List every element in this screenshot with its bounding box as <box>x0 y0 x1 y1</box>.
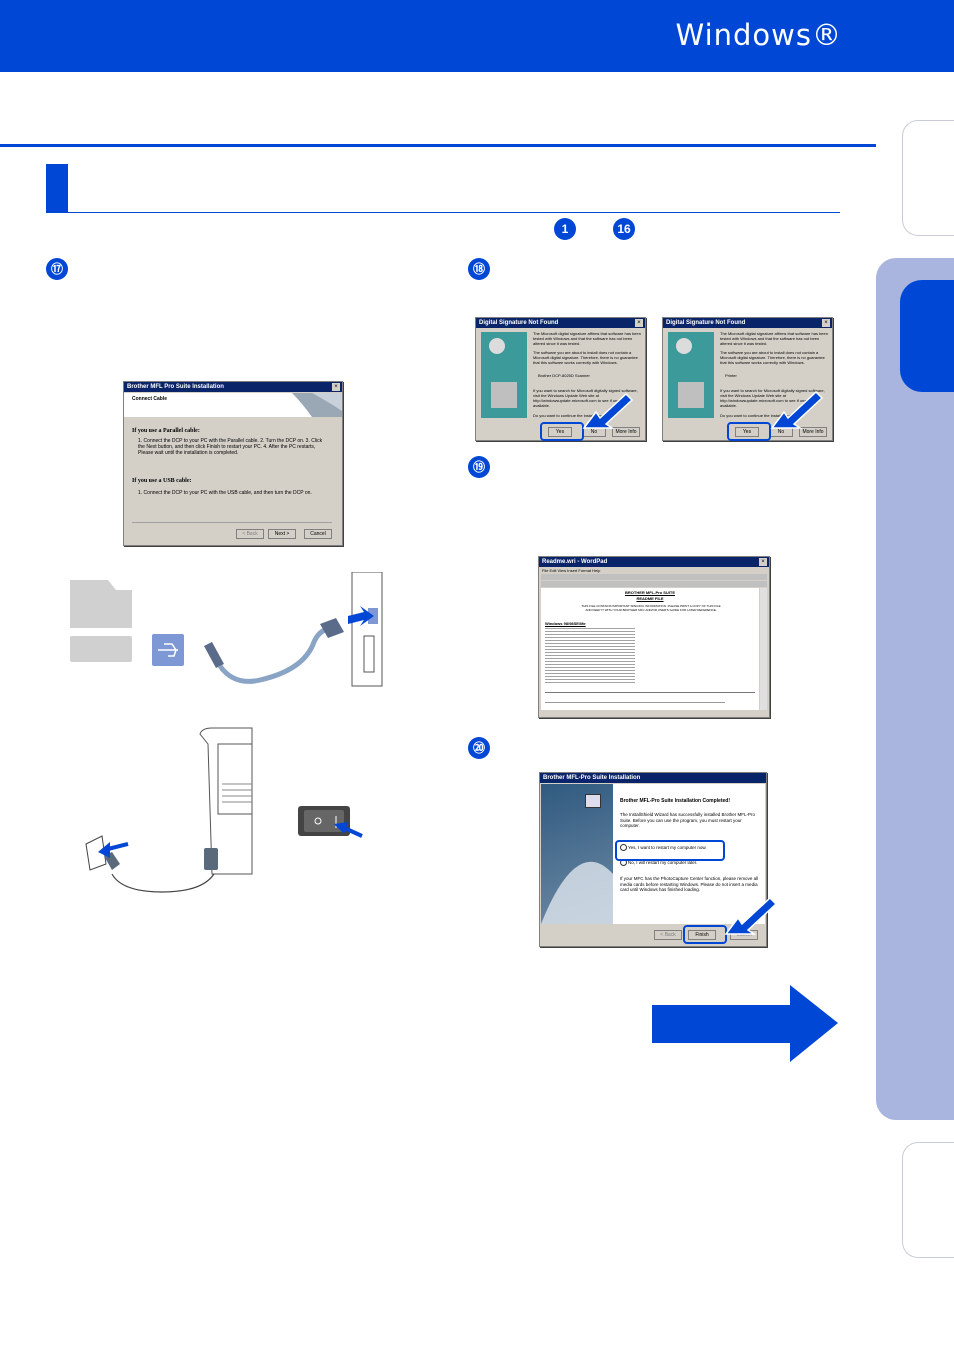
continue-arrow-icon <box>652 985 838 1062</box>
finish-highlight <box>683 925 727 944</box>
close-icon[interactable]: × <box>759 558 767 566</box>
step-20-number: ⑳ <box>468 737 490 759</box>
yes-highlight <box>540 422 584 441</box>
sig-text-3: If you want to search for Microsoft digi… <box>720 388 825 408</box>
dialog-title: Brother MFL-Pro Suite Installation <box>540 773 766 783</box>
parallel-steps: 1. Connect the DCP to your PC with the P… <box>138 438 323 456</box>
sig-device: Printer <box>725 373 737 378</box>
close-icon[interactable]: × <box>332 383 340 391</box>
dialog-divider <box>132 522 332 523</box>
scrollbar[interactable] <box>760 588 767 710</box>
wizard-curve-graphic <box>541 861 613 924</box>
dialog-title: Digital Signature Not Found <box>663 318 832 328</box>
doc-notice: THIS FILE CONTAINS IMPORTANT SPECIFIC IN… <box>581 604 721 612</box>
sig-text-3: If you want to search for Microsoft digi… <box>533 388 638 408</box>
dialog-title: Digital Signature Not Found <box>476 318 645 328</box>
step-19-number: ⑲ <box>468 456 490 478</box>
restart-now-label: Yes, I want to restart my computer now. <box>628 845 707 850</box>
pointer-arrow-icon <box>770 390 824 429</box>
readme-wordpad-window: Readme.wri - WordPad × File Edit View In… <box>538 556 770 718</box>
digital-signature-dialog-a: Digital Signature Not Found × The Micros… <box>475 317 646 441</box>
side-tab-bottom[interactable] <box>902 1142 954 1258</box>
document-area[interactable]: BROTHER MFL-Pro SUITE README FILE THIS F… <box>541 588 759 710</box>
usb-connection-illustration <box>70 572 383 687</box>
header-rule <box>0 144 876 147</box>
sig-text-1: The Microsoft digital signature affirms … <box>533 331 641 346</box>
dialog-body: Brother MFL-Pro Suite Installation Compl… <box>613 784 765 924</box>
menu-bar[interactable]: File Edit View Insert Format Help <box>542 568 601 573</box>
connect-cable-dialog: Brother MFL Pro Suite Installation × Con… <box>123 381 343 546</box>
cancel-button[interactable]: Cancel <box>304 529 332 539</box>
back-button[interactable]: < Back <box>654 930 682 940</box>
banner-graphic-icon <box>292 393 342 417</box>
back-button[interactable]: < Back <box>236 529 264 539</box>
signature-graphic-icon <box>481 332 527 418</box>
doc-section: Windows 98/98SE/Me <box>545 621 586 626</box>
yes-button[interactable]: Yes <box>548 427 572 437</box>
sig-question: Do you want to continue the installation… <box>720 413 792 418</box>
next-button[interactable]: Next > <box>268 529 296 539</box>
doc-title: BROTHER MFL-Pro SUITE <box>625 590 675 595</box>
header-title: Windows® <box>675 18 842 52</box>
section-marker <box>46 164 68 212</box>
ref-step-1: 1 <box>554 218 576 240</box>
completion-body: The InstallShield Wizard has successfull… <box>620 812 756 828</box>
close-icon[interactable]: × <box>635 319 643 327</box>
dialog-banner: Connect Cable <box>124 393 342 417</box>
side-tab-panel <box>876 258 954 1120</box>
wall-outlet-icon <box>85 835 107 871</box>
dialog-title: Brother MFL Pro Suite Installation <box>124 382 342 392</box>
finish-button[interactable]: Finish <box>688 930 716 940</box>
step-17-number: ⑰ <box>46 258 68 280</box>
doc-list-lines <box>545 628 635 684</box>
wizard-side-graphic <box>541 784 613 924</box>
doc-text-line <box>545 702 725 703</box>
completion-heading: Brother MFL-Pro Suite Installation Compl… <box>620 798 731 804</box>
section-rule <box>46 212 840 213</box>
usb-steps: 1. Connect the DCP to your PC with the U… <box>138 490 312 496</box>
doc-subtitle: README FILE <box>636 596 664 601</box>
yes-button[interactable]: Yes <box>735 427 759 437</box>
pointer-arrow-icon <box>582 392 634 429</box>
restart-now-radio[interactable] <box>620 844 628 852</box>
parallel-heading: If you use a Parallel cable: <box>132 428 200 434</box>
side-tab-top[interactable] <box>902 120 954 236</box>
more-info-button[interactable]: More Info <box>612 427 640 437</box>
side-tab-active[interactable] <box>900 280 954 392</box>
digital-signature-dialog-b: Digital Signature Not Found × The Micros… <box>662 317 833 441</box>
pointer-arrow-icon <box>724 896 778 935</box>
usb-heading: If you use a USB cable: <box>132 478 192 484</box>
ref-step-16: 16 <box>613 218 635 240</box>
sig-question: Do you want to continue the installation… <box>533 413 605 418</box>
pc-icon <box>70 580 132 628</box>
restart-later-label: No, I will restart my computer later. <box>628 860 698 865</box>
more-info-button[interactable]: More Info <box>799 427 827 437</box>
toolbar[interactable] <box>541 574 767 580</box>
sig-text-1: The Microsoft digital signature affirms … <box>720 331 828 346</box>
photocapture-note: If your MFC has the PhotoCapture Center … <box>620 876 759 892</box>
window-title: Readme.wri - WordPad <box>539 557 769 567</box>
power-cord-illustration <box>85 727 363 893</box>
sig-device: Brother DCP-8025D Scanner <box>538 373 590 378</box>
computer-icon <box>585 794 601 808</box>
step-18-number: ⑱ <box>468 258 490 280</box>
restart-option-highlight <box>615 840 725 861</box>
signature-graphic-icon <box>668 332 714 418</box>
doc-text-line <box>545 692 755 693</box>
format-bar[interactable] <box>541 581 767 587</box>
arrow-icon <box>348 606 374 626</box>
sig-text-2: The software you are about to install do… <box>720 350 825 365</box>
page-header: Windows® <box>0 0 954 72</box>
close-icon[interactable]: × <box>822 319 830 327</box>
yes-highlight <box>727 422 771 441</box>
sig-text-2: The software you are about to install do… <box>533 350 638 365</box>
dialog-heading: Connect Cable <box>132 396 168 402</box>
